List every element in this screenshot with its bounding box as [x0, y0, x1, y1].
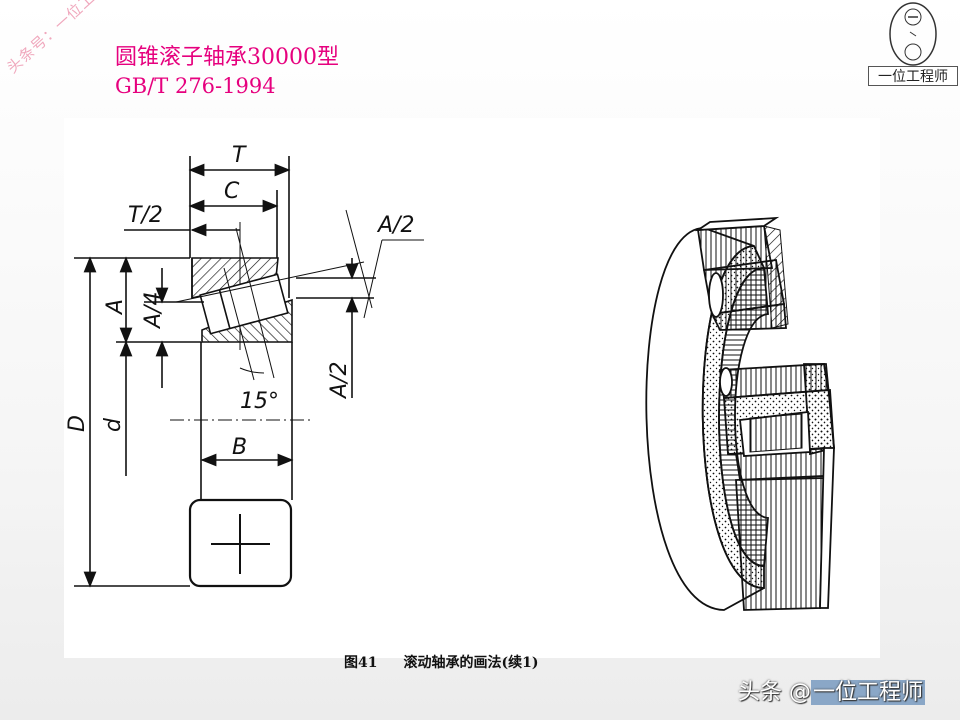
- bearing-drawing: T C T/2 A/2 15° B A/2 A A/4 D d: [64, 118, 880, 658]
- section-view: [74, 156, 424, 588]
- dim-T-half: T/2: [128, 203, 163, 228]
- logo: [868, 0, 958, 90]
- standard-number: GB/T 276-1994: [115, 74, 276, 98]
- dim-A-quarter: A/4: [141, 292, 166, 330]
- figure-number: 图41: [344, 655, 378, 671]
- figure-caption: 图41 滚动轴承的画法(续1): [344, 652, 564, 672]
- dim-A-half-side: A/2: [327, 362, 352, 400]
- bearing-cutaway-illustration: [645, 216, 835, 611]
- bearing-diagram: T C T/2 A/2 15° B A/2 A A/4 D d: [65, 143, 835, 611]
- footer-name: 一位工程师: [811, 680, 926, 705]
- dim-C: C: [224, 179, 240, 204]
- footer-prefix: 头条 @: [738, 680, 811, 705]
- logo-label: 一位工程师: [868, 66, 958, 86]
- footer-brand: 头条 @一位工程师: [738, 674, 926, 706]
- dim-A-half-top: A/2: [376, 213, 414, 238]
- dim-B: B: [232, 435, 247, 460]
- dim-angle: 15°: [240, 389, 279, 414]
- figure-title: 滚动轴承的画法(续1): [403, 655, 539, 671]
- dim-A: A: [103, 299, 128, 316]
- dim-D: D: [65, 415, 90, 432]
- title-block: 圆锥滚子轴承30000型 GB/T 276-1994: [115, 44, 339, 100]
- page-title: 圆锥滚子轴承30000型: [115, 45, 339, 70]
- logo-emblem-icon: [889, 2, 937, 66]
- dim-T: T: [232, 143, 247, 168]
- dim-d: d: [101, 417, 126, 432]
